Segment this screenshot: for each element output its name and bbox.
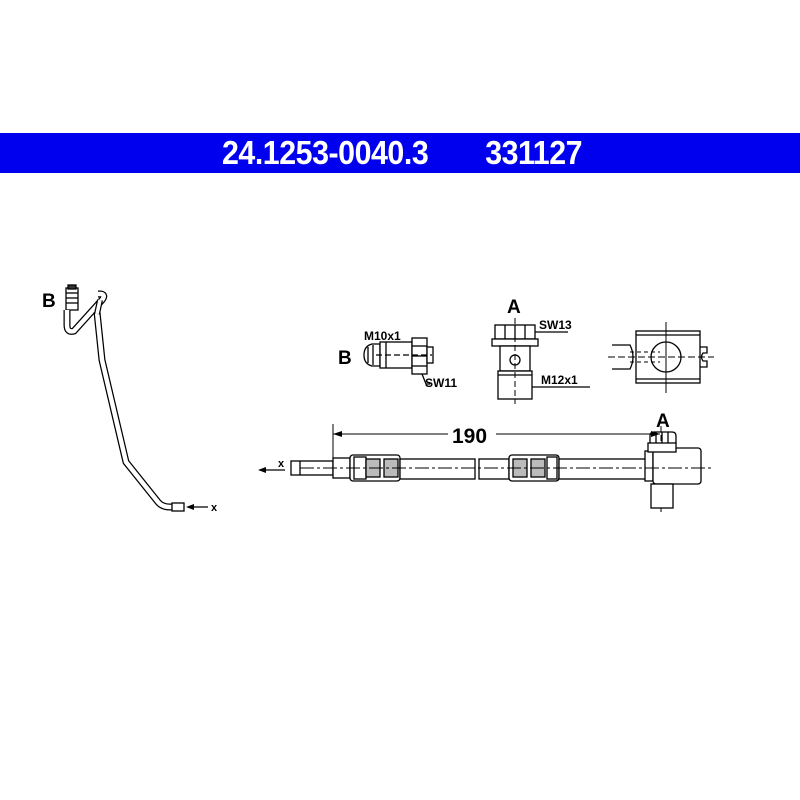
fitting-a-detail xyxy=(491,318,590,404)
side-view-label-b: B xyxy=(42,291,56,312)
fitting-a-thread: M12x1 xyxy=(541,373,578,387)
main-view-label-a: A xyxy=(656,411,670,432)
fitting-b-wrench-size: SW11 xyxy=(425,376,457,390)
fitting-b-detail xyxy=(363,337,434,385)
main-view-direction-x: x xyxy=(278,458,285,470)
part-number: 24.1253-0040.3 xyxy=(222,134,429,171)
title-banner: 24.1253-0040.3 331127 xyxy=(0,133,800,173)
length-dimension: 190 xyxy=(452,425,487,448)
fitting-b-label: B xyxy=(338,348,352,369)
article-number: 331127 xyxy=(485,134,583,171)
side-view-brake-line xyxy=(63,284,208,512)
side-view-direction-x: x xyxy=(211,502,218,514)
main-view-hose xyxy=(258,424,712,512)
fitting-a-label: A xyxy=(507,297,521,318)
fitting-a-wrench-size: SW13 xyxy=(539,318,572,332)
end-view xyxy=(608,322,714,393)
fitting-b-thread: M10x1 xyxy=(364,329,401,343)
